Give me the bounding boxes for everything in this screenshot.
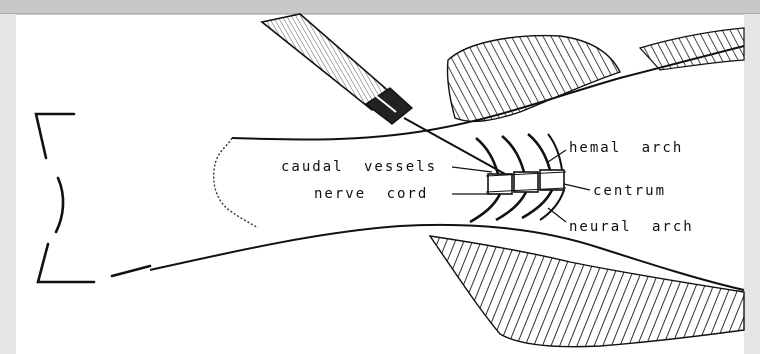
centrum-2 — [514, 172, 538, 192]
left-frame-strip — [0, 14, 16, 354]
leader-caudal-vessels — [452, 167, 492, 172]
left-bracket-top — [36, 114, 74, 158]
left-bracket-mid — [56, 178, 63, 232]
hemal-arch-2 — [502, 136, 524, 172]
neural-arch-1 — [470, 194, 500, 222]
dorsal-fin — [447, 36, 620, 122]
syringe-barrel — [262, 14, 392, 110]
vertebrae — [470, 134, 566, 222]
neural-arch-2 — [496, 192, 526, 220]
hemal-arch-3 — [528, 134, 550, 170]
leader-neural-arch — [548, 208, 566, 222]
caudal-fin-dotted-edge — [214, 138, 258, 228]
label-centrum: centrum — [593, 183, 666, 199]
hemal-arch-4 — [548, 134, 562, 170]
label-hemal-arch: hemal arch — [569, 140, 683, 156]
neural-arch-4 — [540, 190, 564, 220]
right-frame-strip — [744, 14, 760, 354]
label-caudal-vessels: caudal vessels — [281, 159, 437, 175]
anal-fin — [430, 236, 744, 347]
top-frame-strip — [0, 0, 760, 14]
left-dash — [112, 266, 150, 276]
dorsal-fin-upper — [640, 28, 744, 70]
label-neural-arch: neural arch — [569, 219, 694, 235]
leader-centrum — [564, 184, 590, 190]
left-bracket-bottom — [38, 244, 94, 282]
label-nerve-cord: nerve cord — [314, 186, 428, 202]
